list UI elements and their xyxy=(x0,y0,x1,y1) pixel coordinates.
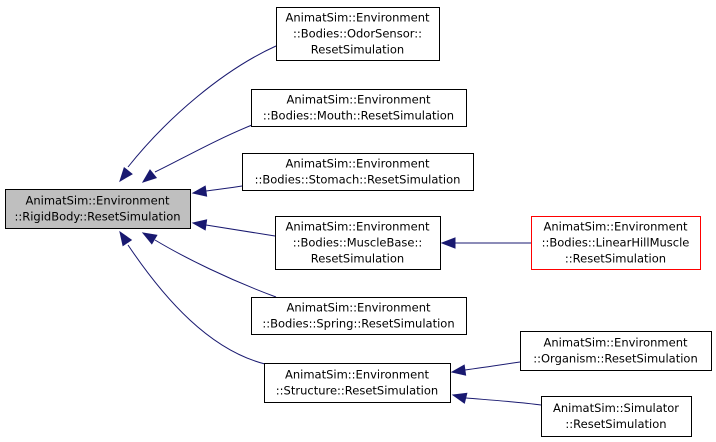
node-label-line: ::Bodies::Stomach::ResetSimulation xyxy=(255,173,461,187)
node-root[interactable]: AnimatSim::Environment::RigidBody::Reset… xyxy=(5,189,191,229)
node-organism[interactable]: AnimatSim::Environment::Organism::ResetS… xyxy=(520,331,712,371)
edge-stomach-to-root xyxy=(205,185,243,192)
node-label-line: ::RigidBody::ResetSimulation xyxy=(14,210,180,224)
edge-organism-to-structure xyxy=(464,361,521,371)
edge-spring-to-root xyxy=(154,239,277,298)
node-mouth[interactable]: AnimatSim::Environment::Bodies::Mouth::R… xyxy=(251,89,467,127)
arrowhead-structure-to-root xyxy=(119,230,133,247)
node-label-line: AnimatSim::Environment xyxy=(544,220,688,234)
node-box-hill xyxy=(531,216,701,270)
node-label-line: AnimatSim::Environment xyxy=(287,301,431,315)
node-label-line: AnimatSim::Environment xyxy=(26,194,170,208)
node-odor[interactable]: AnimatSim::Environment::Bodies::OdorSens… xyxy=(276,7,440,61)
arrowhead-odor-to-root xyxy=(119,166,133,183)
node-label-line: AnimatSim::Environment xyxy=(285,368,429,382)
node-label-line: ::ResetSimulation xyxy=(565,252,666,266)
arrowhead-spring-to-root xyxy=(141,232,158,245)
node-label-line: AnimatSim::Simulator xyxy=(553,401,679,415)
arrowhead-organism-to-structure xyxy=(450,364,467,376)
node-box-odor xyxy=(276,7,440,61)
arrowhead-muscle-to-root xyxy=(191,219,208,231)
edge-simulator-to-structure xyxy=(465,397,542,406)
nodes-layer: AnimatSim::Environment::RigidBody::Reset… xyxy=(5,7,712,437)
node-simulator[interactable]: AnimatSim::Simulator::ResetSimulation xyxy=(541,396,692,437)
node-box-muscle xyxy=(275,216,441,270)
node-box-spring xyxy=(251,297,467,335)
edge-odor-to-root xyxy=(127,45,277,168)
node-hill[interactable]: AnimatSim::Environment::Bodies::LinearHi… xyxy=(531,216,701,270)
node-label-line: ResetSimulation xyxy=(311,252,404,266)
edge-structure-to-root xyxy=(127,244,266,365)
node-label-line: AnimatSim::Environment xyxy=(286,220,430,234)
arrowhead-simulator-to-structure xyxy=(451,392,468,404)
node-label-line: AnimatSim::Environment xyxy=(286,157,430,171)
arrowhead-hill-to-muscle xyxy=(440,237,456,249)
node-stomach[interactable]: AnimatSim::Environment::Bodies::Stomach:… xyxy=(242,153,474,191)
node-label-line: AnimatSim::Environment xyxy=(286,11,430,25)
node-box-mouth xyxy=(251,89,467,127)
arrowhead-stomach-to-root xyxy=(191,185,208,197)
node-label-line: ::Bodies::MuscleBase:: xyxy=(293,236,423,250)
node-box-organism xyxy=(520,331,712,371)
node-box-structure xyxy=(264,363,451,403)
node-label-line: ::ResetSimulation xyxy=(565,417,666,431)
edges-layer xyxy=(119,45,542,406)
node-label-line: AnimatSim::Environment xyxy=(287,93,431,107)
node-label-line: ::Bodies::Spring::ResetSimulation xyxy=(262,317,454,331)
node-muscle[interactable]: AnimatSim::Environment::Bodies::MuscleBa… xyxy=(275,216,441,270)
node-label-line: ::Organism::ResetSimulation xyxy=(533,352,697,366)
node-label-line: AnimatSim::Environment xyxy=(544,336,688,350)
node-label-line: ResetSimulation xyxy=(311,43,404,57)
node-box-root xyxy=(5,189,191,229)
node-label-line: ::Bodies::Mouth::ResetSimulation xyxy=(263,109,454,123)
node-label-line: ::Bodies::LinearHillMuscle xyxy=(542,236,690,250)
arrowhead-mouth-to-root xyxy=(141,169,158,183)
edge-muscle-to-root xyxy=(205,224,276,237)
edge-mouth-to-root xyxy=(154,124,253,173)
node-box-simulator xyxy=(541,396,692,437)
node-label-line: ::Structure::ResetSimulation xyxy=(276,384,438,398)
node-structure[interactable]: AnimatSim::Environment::Structure::Reset… xyxy=(264,363,451,403)
node-box-stomach xyxy=(242,153,474,191)
node-label-line: ::Bodies::OdorSensor:: xyxy=(293,27,422,41)
node-spring[interactable]: AnimatSim::Environment::Bodies::Spring::… xyxy=(251,297,467,335)
